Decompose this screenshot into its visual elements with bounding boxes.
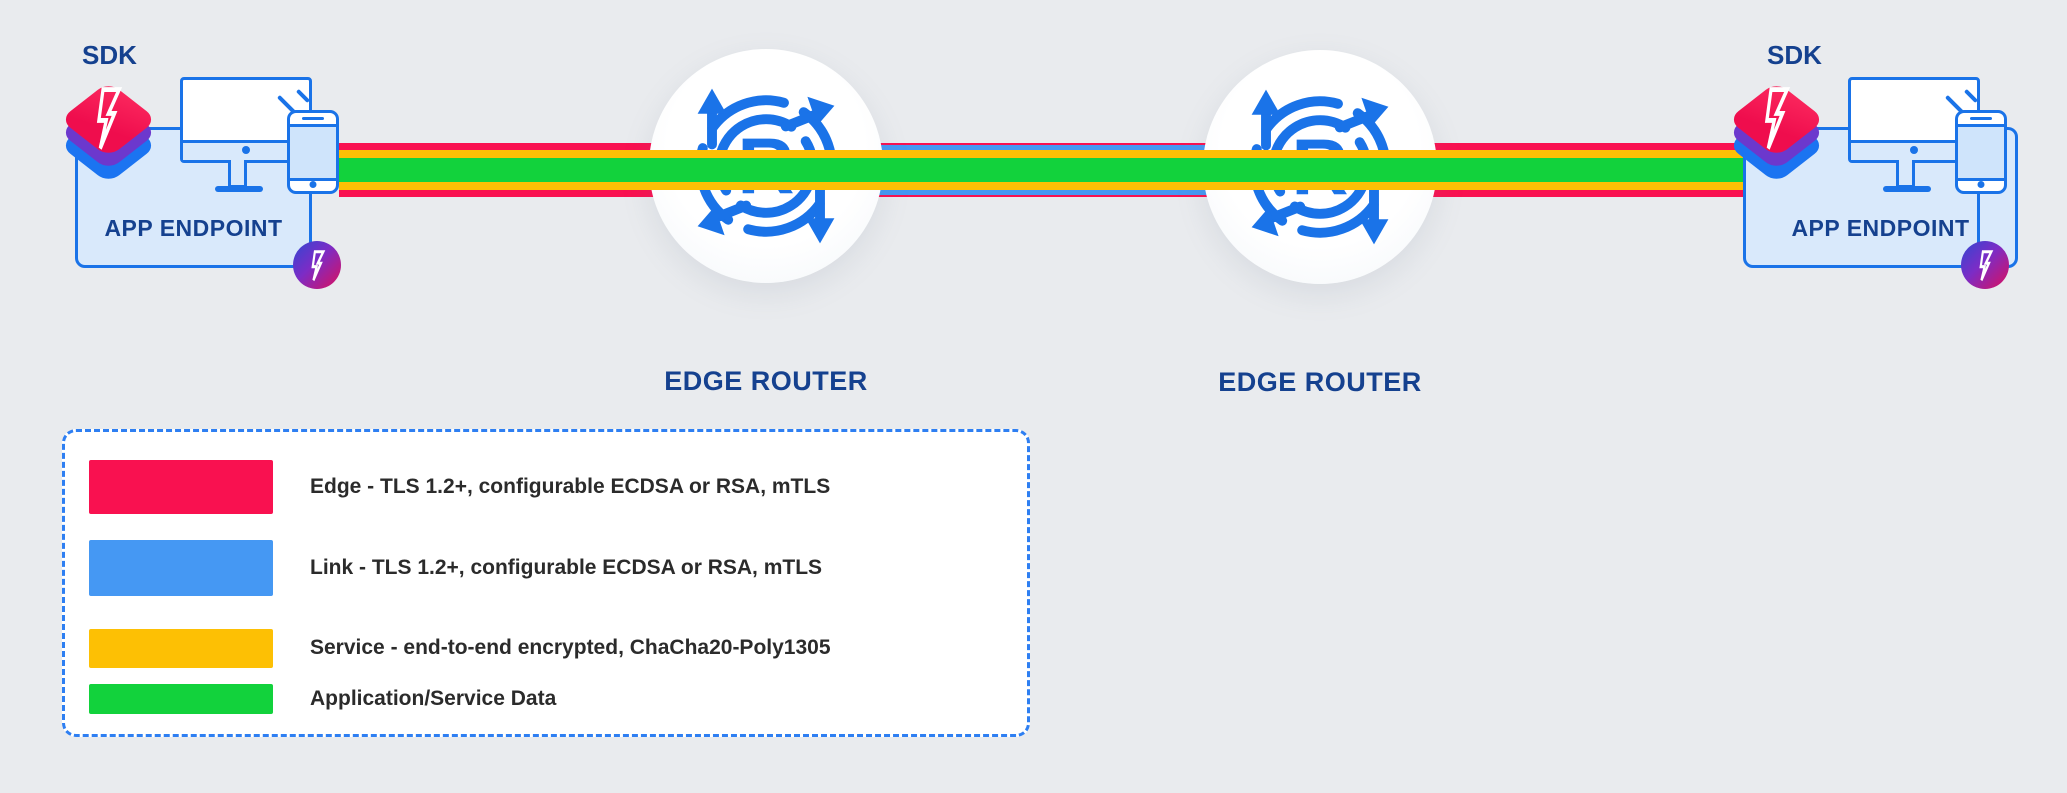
monitor-stand — [1896, 160, 1915, 188]
link-channel-stripe-top — [766, 145, 1320, 152]
smartphone-icon — [287, 110, 339, 194]
service-channel-stripe-top — [339, 150, 1762, 158]
monitor-bezel — [183, 140, 309, 160]
legend-swatch-service — [89, 629, 273, 668]
monitor-dot — [1910, 146, 1918, 154]
monitor-stand — [228, 160, 247, 188]
monitor-bezel — [1851, 140, 1977, 160]
channel-legend: Edge - TLS 1.2+, configurable ECDSA or R… — [62, 429, 1030, 737]
ziti-lightning-bolt-icon — [96, 87, 123, 150]
app-endpoint-label: APP ENDPOINT — [104, 215, 283, 241]
smartphone-icon — [1955, 110, 2007, 194]
sdk-label: SDK — [82, 40, 137, 70]
phone-home-button — [1977, 181, 1985, 188]
phone-home-button — [309, 181, 317, 188]
screen-reflection — [295, 88, 311, 104]
monitor-stand-base — [1883, 186, 1931, 192]
legend-swatch-edge — [89, 460, 273, 514]
service-channel-stripe-bottom — [339, 182, 1762, 190]
badge-connector-line — [1977, 192, 1980, 248]
ziti-lightning-bolt-icon — [1764, 87, 1791, 150]
phone-screen — [290, 124, 336, 181]
monitor-dot — [242, 146, 250, 154]
legend-label-data: Application/Service Data — [310, 687, 557, 710]
edge-router-label: EDGE ROUTER — [664, 366, 868, 396]
monitor-stand-base — [215, 186, 263, 192]
router-icon: R — [1249, 89, 1391, 245]
sdk-label: SDK — [1767, 40, 1822, 70]
phone-screen — [1958, 124, 2004, 181]
application-data-stripe — [339, 158, 1762, 182]
legend-swatch-link — [89, 540, 273, 596]
edge-router-label: EDGE ROUTER — [1218, 367, 1422, 397]
app-endpoint-left: SDK APP ENDPOINT — [55, 0, 415, 320]
legend-label-link: Link - TLS 1.2+, configurable ECDSA or R… — [310, 556, 823, 579]
legend-label-service: Service - end-to-end encrypted, ChaCha20… — [310, 636, 831, 659]
screen-reflection — [1963, 88, 1979, 104]
app-endpoint-label: APP ENDPOINT — [1791, 215, 1970, 241]
phone-speaker — [1970, 117, 1992, 120]
legend-swatch-data — [89, 684, 273, 714]
monitor-icon — [1848, 77, 1980, 163]
app-endpoint-right: SDK APP ENDPOINT — [1723, 0, 2067, 320]
link-channel-stripe-bottom — [766, 188, 1320, 195]
legend-label-edge: Edge - TLS 1.2+, configurable ECDSA or R… — [310, 475, 831, 498]
phone-speaker — [302, 117, 324, 120]
ziti-badge-icon — [293, 241, 341, 289]
ziti-badge-icon — [1961, 241, 2009, 289]
badge-connector-line — [309, 192, 312, 248]
monitor-icon — [180, 77, 312, 163]
